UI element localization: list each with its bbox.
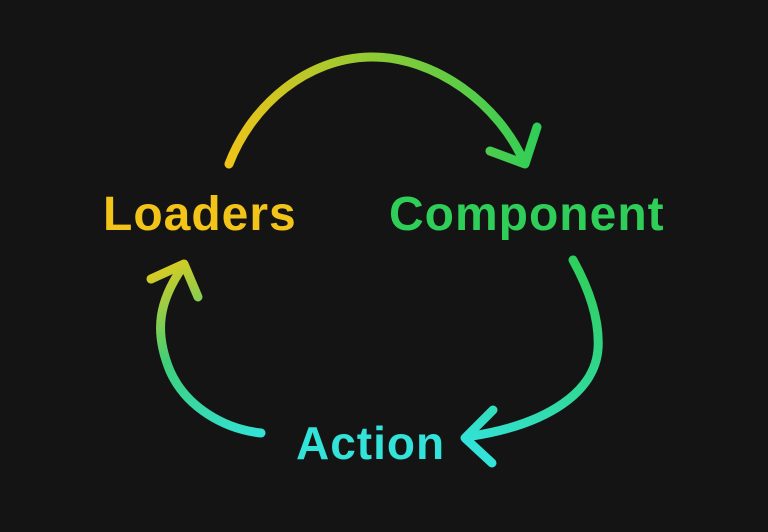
arrow-action-to-loaders-head-icon (146, 259, 203, 302)
arrow-action-to-loaders (146, 259, 266, 438)
node-label-loaders: Loaders (103, 188, 297, 241)
arrow-loaders-to-component (224, 52, 542, 169)
arrow-component-to-action-shaft (467, 255, 603, 441)
arrow-action-to-loaders-shaft (156, 263, 266, 438)
node-label-action: Action (296, 417, 446, 469)
arrow-component-to-action-head-icon (460, 405, 498, 468)
arrow-loaders-to-component-shaft (224, 52, 529, 169)
arrow-component-to-action (460, 255, 603, 468)
arrow-loaders-to-component-head-icon (485, 122, 542, 169)
node-label-component: Component (389, 188, 665, 241)
